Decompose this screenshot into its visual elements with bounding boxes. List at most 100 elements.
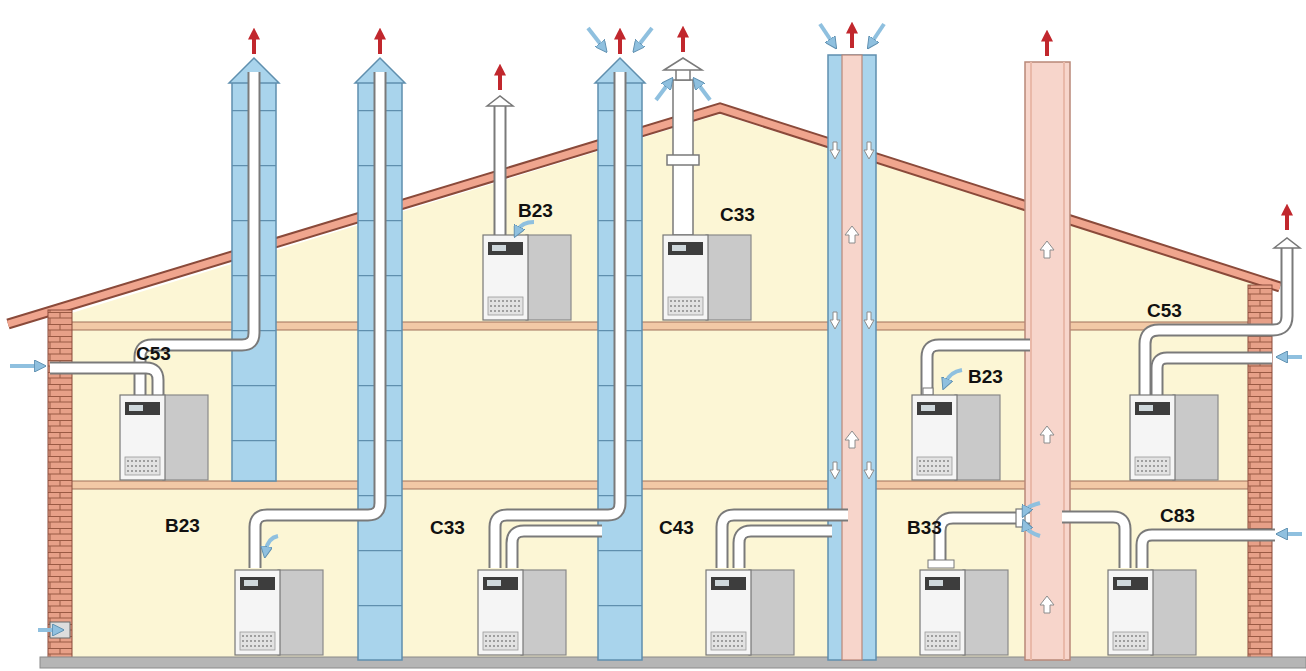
pipe-collar — [667, 155, 699, 165]
flue-pipe — [255, 72, 380, 568]
flue-pipe — [1062, 517, 1125, 568]
flow-arrow — [845, 226, 859, 243]
boiler — [920, 570, 1008, 655]
air-pipe — [1157, 358, 1272, 395]
flue-type-label: C53 — [1147, 300, 1182, 322]
exhaust-arrow — [618, 36, 622, 54]
chimney-edge — [1030, 62, 1032, 660]
flue-pipe — [1062, 517, 1125, 568]
flow-arrow — [830, 142, 840, 159]
exhaust-arrow — [378, 36, 382, 54]
boilers — [120, 235, 1218, 655]
roof — [8, 108, 1280, 324]
ground-slab — [40, 657, 1306, 668]
air-pipe — [739, 531, 832, 568]
boiler — [235, 570, 323, 655]
flue-pipe — [1145, 246, 1287, 395]
boiler — [1130, 395, 1218, 480]
air-arrow — [820, 24, 832, 42]
exhaust-arrow — [681, 34, 685, 52]
air-arrow — [872, 24, 884, 42]
air-arrow — [638, 28, 652, 46]
boiler — [483, 235, 571, 320]
flow-arrow — [845, 431, 859, 448]
exhaust-arrow — [252, 36, 256, 54]
air-arrow — [656, 84, 668, 100]
flue-type-label: B23 — [968, 366, 1003, 388]
flue-type-label: C53 — [136, 343, 171, 365]
boiler — [912, 395, 1000, 480]
air-arrows — [10, 24, 1302, 630]
flue-type-label: C43 — [659, 517, 694, 539]
flue-pipe — [496, 104, 505, 235]
draft-diverter — [1016, 509, 1025, 527]
draft-hood — [928, 560, 954, 568]
boiler — [1108, 570, 1196, 655]
air-pipe — [1142, 535, 1275, 568]
exhaust-arrow — [498, 72, 502, 90]
flue-pipe — [927, 345, 1030, 395]
exhaust-arrows — [254, 30, 1287, 230]
chimney-pink — [1025, 62, 1070, 660]
air-pipe — [512, 531, 602, 568]
flue-type-label: C83 — [1160, 505, 1195, 527]
flue-pipe — [722, 515, 848, 568]
exhaust-arrow — [1045, 38, 1049, 56]
flue-type-label: C33 — [430, 517, 465, 539]
flow-arrow — [864, 142, 874, 159]
boiler — [663, 235, 751, 320]
flow-arrow — [1040, 241, 1054, 258]
duct-outer — [828, 55, 876, 660]
air-arrow — [588, 28, 602, 46]
flue-pipe — [494, 104, 507, 235]
roof-outline — [8, 108, 1280, 324]
air-arrow — [518, 222, 534, 230]
air-arrow — [1284, 355, 1302, 359]
boiler — [478, 570, 566, 655]
air-pipe — [739, 531, 832, 568]
air-arrow — [698, 84, 710, 100]
brick-wall — [1248, 285, 1272, 660]
air-arrow — [1026, 503, 1040, 510]
flue-pipe — [722, 515, 848, 568]
flue-pipe — [927, 345, 1030, 395]
concentric-duct — [828, 55, 876, 660]
chimney-shaft — [1025, 62, 1070, 660]
flow-arrow — [864, 462, 874, 479]
air-arrow — [38, 628, 56, 632]
flow-arrow — [1040, 596, 1054, 613]
exhaust-arrow — [850, 30, 854, 48]
flue-type-label: C33 — [720, 204, 755, 226]
flue-pipes — [50, 58, 1300, 568]
exhaust-arrow — [1285, 212, 1289, 230]
air-pipe — [1157, 358, 1272, 395]
draft-hood — [923, 388, 933, 395]
flue-pipe — [255, 72, 380, 568]
flue-type-label: B33 — [907, 517, 942, 539]
air-pipe — [50, 368, 158, 395]
air-arrow — [10, 364, 38, 368]
air-pipe — [1142, 535, 1275, 568]
flue-type-label: B23 — [165, 515, 200, 537]
lower-floor — [62, 481, 1252, 489]
flow-arrow — [830, 312, 840, 329]
flue-pipe — [1145, 246, 1287, 395]
flue-cap — [487, 96, 513, 106]
duct-inner — [842, 55, 862, 660]
air-arrow — [1284, 532, 1302, 536]
flow-arrow — [864, 312, 874, 329]
flue-type-label: B23 — [518, 200, 553, 222]
air-arrow — [266, 536, 278, 550]
flue-cap — [1274, 238, 1300, 248]
air-pipe — [50, 368, 158, 395]
air-arrow — [946, 370, 962, 382]
air-pipe — [512, 531, 602, 568]
boiler — [120, 395, 208, 480]
flow-arrow — [830, 462, 840, 479]
chimney-edge — [1063, 62, 1065, 660]
terminal-cap — [664, 58, 702, 70]
boiler — [706, 570, 794, 655]
